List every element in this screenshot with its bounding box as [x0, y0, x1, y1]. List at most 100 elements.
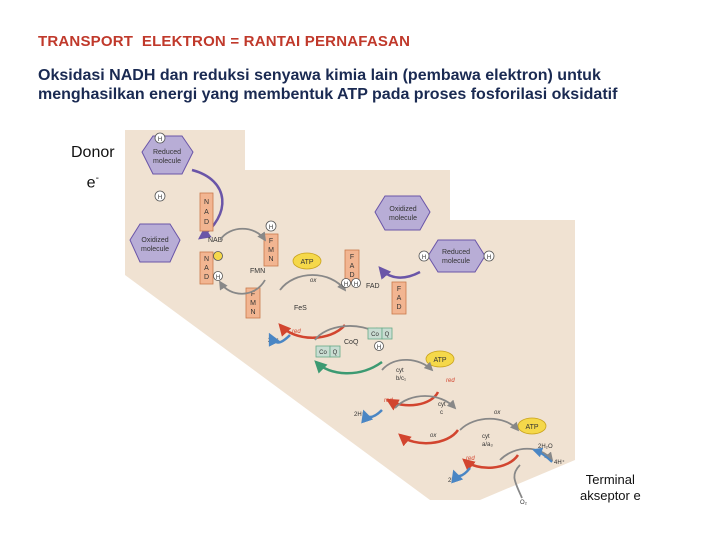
cycle-arrow-cyt-a [459, 417, 520, 432]
atp-bubble-1 [292, 252, 322, 270]
cyt-a-line1: cyt [482, 434, 490, 440]
fmn-carrier-lower [245, 287, 261, 319]
cycle-arrow-fes-return [278, 323, 346, 339]
cycle-arrow-cyt-a-return [462, 454, 520, 472]
cycle-arrow-nad-fmn-return [219, 279, 266, 295]
cyt-c-line1: cyt [438, 402, 446, 408]
fmn-carrier-top [263, 233, 279, 267]
electron-transport-diagram: Reduced molecule H H Oxidized molecule N… [125, 130, 575, 506]
red-label-4: red [466, 456, 475, 462]
h-label-nad2: H [216, 275, 220, 281]
h-circle-top2 [154, 190, 166, 202]
fad-label: FAD [366, 283, 380, 290]
h-circle-right2 [483, 250, 495, 262]
oxidized-molecule-left-line2: molecule [141, 246, 169, 253]
h-plus-2-label-3: 2H⁺ [448, 477, 459, 484]
fmn-letter-n-top: N [268, 256, 273, 263]
reduced-molecule-right-line2: molecule [442, 258, 470, 265]
fmn-letter-m-lower: M [250, 300, 256, 307]
donor-e: e [86, 174, 96, 192]
terminal-acceptor-label: Terminal akseptor e [580, 472, 641, 504]
fad-letter-d-lower: D [396, 304, 401, 311]
h-circle-nad2 [213, 271, 223, 281]
cycle-arrow-nad-fmn [219, 227, 267, 242]
h2o-label: 2H₂O [538, 444, 553, 450]
oxidized-molecule-left [129, 223, 181, 263]
nad-letter-a-lower: A [204, 265, 209, 272]
purple-arrow-right [378, 266, 421, 280]
h-circle-right1 [418, 250, 430, 262]
background-band [125, 130, 575, 500]
oxidized-molecule-left-line1: Oxidized [141, 237, 168, 244]
reduced-molecule-top [141, 135, 194, 175]
atp-label-1: ATP [300, 259, 313, 266]
h-label-top2: H [158, 195, 162, 201]
fad-letter-d-top: D [349, 272, 354, 279]
terminal-label-line1: Terminal [585, 472, 635, 487]
red-label-1: red [292, 329, 301, 335]
cycle-arrow-cyt-c-return [398, 429, 460, 447]
h-label-right2: H [487, 255, 491, 261]
reduced-molecule-top-line2: molecule [153, 158, 181, 165]
red-label-3: red [384, 398, 393, 404]
ox-label-2: ox [494, 410, 501, 416]
fad-carrier-lower [391, 281, 407, 315]
fes-label: FeS [294, 305, 307, 312]
nad-letter-d-top: D [204, 219, 209, 226]
cycle-arrow-cyt-b [381, 358, 434, 372]
ox-label-1: ox [310, 278, 317, 284]
q-label-left: Q [333, 350, 338, 356]
h-label-top1: H [158, 137, 162, 143]
oxidized-molecule-right-line2: molecule [389, 215, 417, 222]
nad-letter-d-lower: D [204, 274, 209, 281]
fmn-label: FMN [250, 268, 265, 275]
h-circle-fad2 [351, 278, 361, 288]
h-label-coq: H [377, 345, 381, 351]
cyt-b-line1: cyt [396, 368, 404, 374]
cyt-c-line2: c [440, 410, 443, 416]
h-label-fad2: H [354, 282, 358, 288]
co-label-right: Co [371, 332, 379, 338]
cycle-arrow-fes [279, 274, 347, 292]
o2-label: O₂ [520, 500, 528, 506]
fad-letter-f-top: F [350, 254, 354, 261]
nad-letter-n-top: N [204, 199, 209, 206]
terminal-arrow-o2 [513, 464, 523, 499]
fmn-letter-m-top: M [268, 247, 274, 254]
atp-label-2: ATP [433, 357, 446, 364]
blue-arrow-3 [451, 467, 471, 484]
co-label-left: Co [319, 350, 327, 356]
h-circle-top1 [154, 132, 166, 144]
atp-label-3: ATP [525, 424, 538, 431]
terminal-label-line2: akseptor e [580, 488, 641, 503]
fad-letter-f-lower: F [397, 286, 401, 293]
cycle-arrow-cyt-c [394, 395, 457, 410]
nad-letter-n-lower: N [204, 256, 209, 263]
h-plus-2-label-2: 2H⁺ [354, 411, 365, 418]
cycle-arrow-cyt-b-return [385, 391, 440, 411]
fmn-letter-n-lower: N [250, 309, 255, 316]
nad-label: NAD [208, 237, 223, 244]
h-plus-4-label: 4H⁺ [554, 459, 565, 466]
reduced-molecule-top-line1: Reduced [153, 149, 181, 156]
fmn-letter-f-top: F [269, 238, 273, 245]
nad-letter-a-top: A [204, 209, 209, 216]
blue-arrow-1 [268, 332, 291, 347]
donor-label-line1: Donor [71, 144, 115, 161]
nad-carrier-lower [199, 251, 214, 285]
ox-label-3: ox [430, 433, 437, 439]
page-title: TRANSPORT ELEKTRON = RANTAI PERNAFASAN [38, 33, 411, 50]
q-box-right [381, 327, 393, 340]
coq-label: CoQ [344, 339, 359, 346]
h-label-right1: H [422, 255, 426, 261]
reduced-molecule-right-line1: Reduced [442, 249, 470, 256]
cyt-b-line2: b/c₁ [396, 376, 406, 382]
blue-arrow-4 [532, 447, 553, 463]
fmn-letter-f-lower: F [251, 291, 255, 298]
red-label-2: red [446, 378, 455, 384]
oxidized-molecule-right-line1: Oxidized [389, 206, 416, 213]
page-subtitle: Oksidasi NADH dan reduksi senyawa kimia … [38, 67, 618, 103]
q-box-left [329, 345, 341, 358]
cyt-a-line2: a/a₃ [482, 442, 493, 448]
q-label-right: Q [385, 332, 390, 338]
